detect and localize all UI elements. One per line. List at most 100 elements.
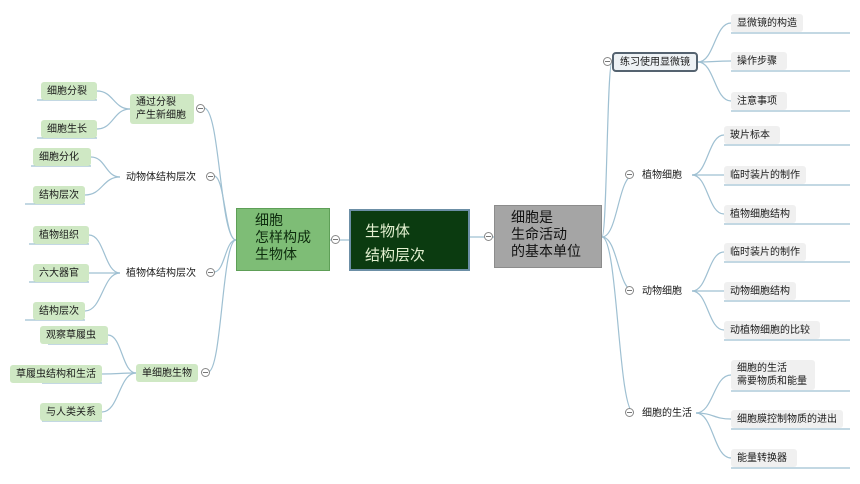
connector-right-leaf-0-0 [697, 22, 732, 63]
branch-animal-cell[interactable]: 动物细胞 [636, 282, 692, 300]
leaf-observe-paramecium-label: 观察草履虫 [46, 330, 96, 341]
branch-plant-cell-label: 植物细胞 [642, 170, 682, 181]
leaf-plant-tissue[interactable]: 植物组织 [33, 226, 89, 244]
branch-plant-cell[interactable]: 植物细胞 [636, 166, 692, 184]
connector-left-leaf-0-0 [96, 90, 131, 110]
leaf-microscope-structure[interactable]: 显微镜的构造 [731, 14, 803, 32]
branch-microscope[interactable]: 练习使用显微镜 [612, 52, 698, 72]
collapse-toggle-microscope[interactable] [603, 57, 612, 66]
leaf-animal-cell-structure[interactable]: 动物细胞结构 [724, 282, 796, 300]
leaf-cell-differentiation-label: 细胞分化 [39, 152, 79, 163]
leaf-plant-tissue-label: 植物组织 [39, 230, 79, 241]
branch-cell-life[interactable]: 细胞的生活 [636, 404, 696, 422]
collapse-toggle-plant-structure[interactable] [206, 268, 215, 277]
connector-right-branch-0 [601, 61, 613, 238]
connector-right-branch-2 [601, 236, 635, 292]
branch-animal-structure-label: 动物体结构层次 [126, 172, 196, 183]
collapse-toggle-animal-structure[interactable] [206, 172, 215, 181]
leaf-energy-converter-label: 能量转换器 [737, 453, 787, 464]
leaf-human-relation-label: 与人类关系 [46, 407, 96, 418]
leaf-animal-levels-label: 结构层次 [39, 190, 79, 201]
branch-plant-structure[interactable]: 植物体结构层次 [120, 264, 204, 282]
connector-right-leaf-3-0 [695, 374, 732, 414]
leaf-temp-slide-animal-label: 临时装片的制作 [730, 247, 800, 258]
connector-right-leaf-2-0 [691, 251, 725, 292]
leaf-cell-growth-label: 细胞生长 [47, 124, 87, 135]
center-topic-line2: 结构层次 [365, 246, 426, 264]
leaf-temp-slide-plant-label: 临时装片的制作 [730, 170, 800, 181]
leaf-temp-slide-animal[interactable]: 临时装片的制作 [724, 243, 806, 261]
collapse-toggle-plant-cell[interactable] [625, 170, 634, 179]
leaf-cell-comparison-label: 动植物细胞的比较 [730, 325, 810, 336]
leaf-six-organs-label: 六大器官 [39, 268, 79, 279]
leaf-energy-converter[interactable]: 能量转换器 [731, 449, 797, 467]
branch-division-label: 通过分裂 产生新细胞 [136, 97, 186, 121]
leaf-notes-label: 注意事项 [737, 96, 777, 107]
connector-left-leaf-3-2 [101, 372, 137, 413]
connector-right-leaf-0-1 [697, 60, 732, 63]
leaf-cell-division[interactable]: 细胞分裂 [41, 82, 97, 100]
collapse-toggle-left-main[interactable] [331, 235, 340, 244]
leaf-matter-energy[interactable]: 细胞的生活 需要物质和能量 [731, 360, 815, 390]
collapse-toggle-right-main[interactable] [484, 232, 493, 241]
leaf-plant-cell-structure-label: 植物细胞结构 [730, 209, 790, 220]
right-main-topic[interactable]: 细胞是 生命活动 的基本单位 [494, 205, 602, 268]
leaf-animal-levels[interactable]: 结构层次 [33, 186, 85, 204]
connector-right-branch-3 [601, 236, 635, 414]
leaf-plant-cell-structure[interactable]: 植物细胞结构 [724, 205, 796, 223]
leaf-human-relation[interactable]: 与人类关系 [40, 403, 102, 421]
center-topic-line1: 生物体 [365, 222, 411, 240]
right-main-line1: 细胞是 [511, 210, 553, 226]
connector-left-leaf-3-1 [101, 372, 137, 375]
connector-left-branch-1 [213, 175, 237, 241]
leaf-matter-energy-label: 细胞的生活 需要物质和能量 [737, 363, 807, 387]
collapse-toggle-cell-life[interactable] [625, 408, 634, 417]
leaf-notes[interactable]: 注意事项 [731, 92, 787, 110]
connector-right-leaf-1-0 [691, 134, 725, 176]
connector-left-branch-2 [213, 239, 237, 273]
connector-left-leaf-1-0 [90, 156, 121, 178]
center-topic[interactable]: 生物体 结构层次 [349, 209, 470, 271]
collapse-toggle-single-cell[interactable] [201, 368, 210, 377]
leaf-membrane-control[interactable]: 细胞膜控制物质的进出 [731, 410, 843, 428]
connector-right-leaf-0-2 [697, 61, 732, 102]
leaf-six-organs[interactable]: 六大器官 [33, 264, 89, 282]
connector-right-leaf-2-2 [691, 290, 725, 331]
leaf-cell-comparison[interactable]: 动植物细胞的比较 [724, 321, 820, 339]
branch-animal-structure[interactable]: 动物体结构层次 [120, 168, 204, 186]
leaf-observe-paramecium[interactable]: 观察草履虫 [40, 326, 108, 344]
left-main-line2: 怎样构成 [255, 230, 311, 246]
leaf-paramecium-life-label: 草履虫结构和生活 [16, 369, 96, 380]
leaf-paramecium-life[interactable]: 草履虫结构和生活 [10, 365, 102, 383]
connector-left-leaf-0-1 [96, 108, 131, 130]
right-main-line2: 生命活动 [511, 227, 567, 243]
leaf-operation-steps[interactable]: 操作步骤 [731, 52, 787, 70]
connector-left-leaf-2-0 [88, 234, 121, 274]
branch-microscope-label: 练习使用显微镜 [620, 57, 690, 68]
left-main-topic[interactable]: 细胞 怎样构成 生物体 [236, 208, 330, 271]
leaf-slide-specimen[interactable]: 玻片标本 [724, 126, 780, 144]
connector-left-leaf-2-2 [84, 272, 121, 312]
leaf-microscope-structure-label: 显微镜的构造 [737, 18, 797, 29]
leaf-animal-cell-structure-label: 动物细胞结构 [730, 286, 790, 297]
branch-cell-life-label: 细胞的生活 [642, 408, 692, 419]
branch-animal-cell-label: 动物细胞 [642, 286, 682, 297]
branch-division[interactable]: 通过分裂 产生新细胞 [130, 94, 194, 124]
leaf-temp-slide-plant[interactable]: 临时装片的制作 [724, 166, 806, 184]
leaf-cell-growth[interactable]: 细胞生长 [41, 120, 97, 138]
connector-right-leaf-3-1 [695, 412, 732, 420]
leaf-cell-division-label: 细胞分裂 [47, 86, 87, 97]
leaf-plant-levels[interactable]: 结构层次 [33, 302, 85, 320]
collapse-toggle-division[interactable] [196, 104, 205, 113]
leaf-cell-differentiation[interactable]: 细胞分化 [33, 148, 91, 166]
branch-plant-structure-label: 植物体结构层次 [126, 268, 196, 279]
branch-single-cell-label: 单细胞生物 [142, 368, 192, 379]
collapse-toggle-animal-cell[interactable] [625, 286, 634, 295]
connector-left-branch-3 [207, 239, 237, 373]
branch-single-cell[interactable]: 单细胞生物 [136, 364, 198, 382]
connector-left-leaf-3-0 [107, 334, 137, 374]
right-main-line3: 的基本单位 [511, 244, 581, 260]
connector-right-leaf-3-2 [695, 412, 732, 459]
